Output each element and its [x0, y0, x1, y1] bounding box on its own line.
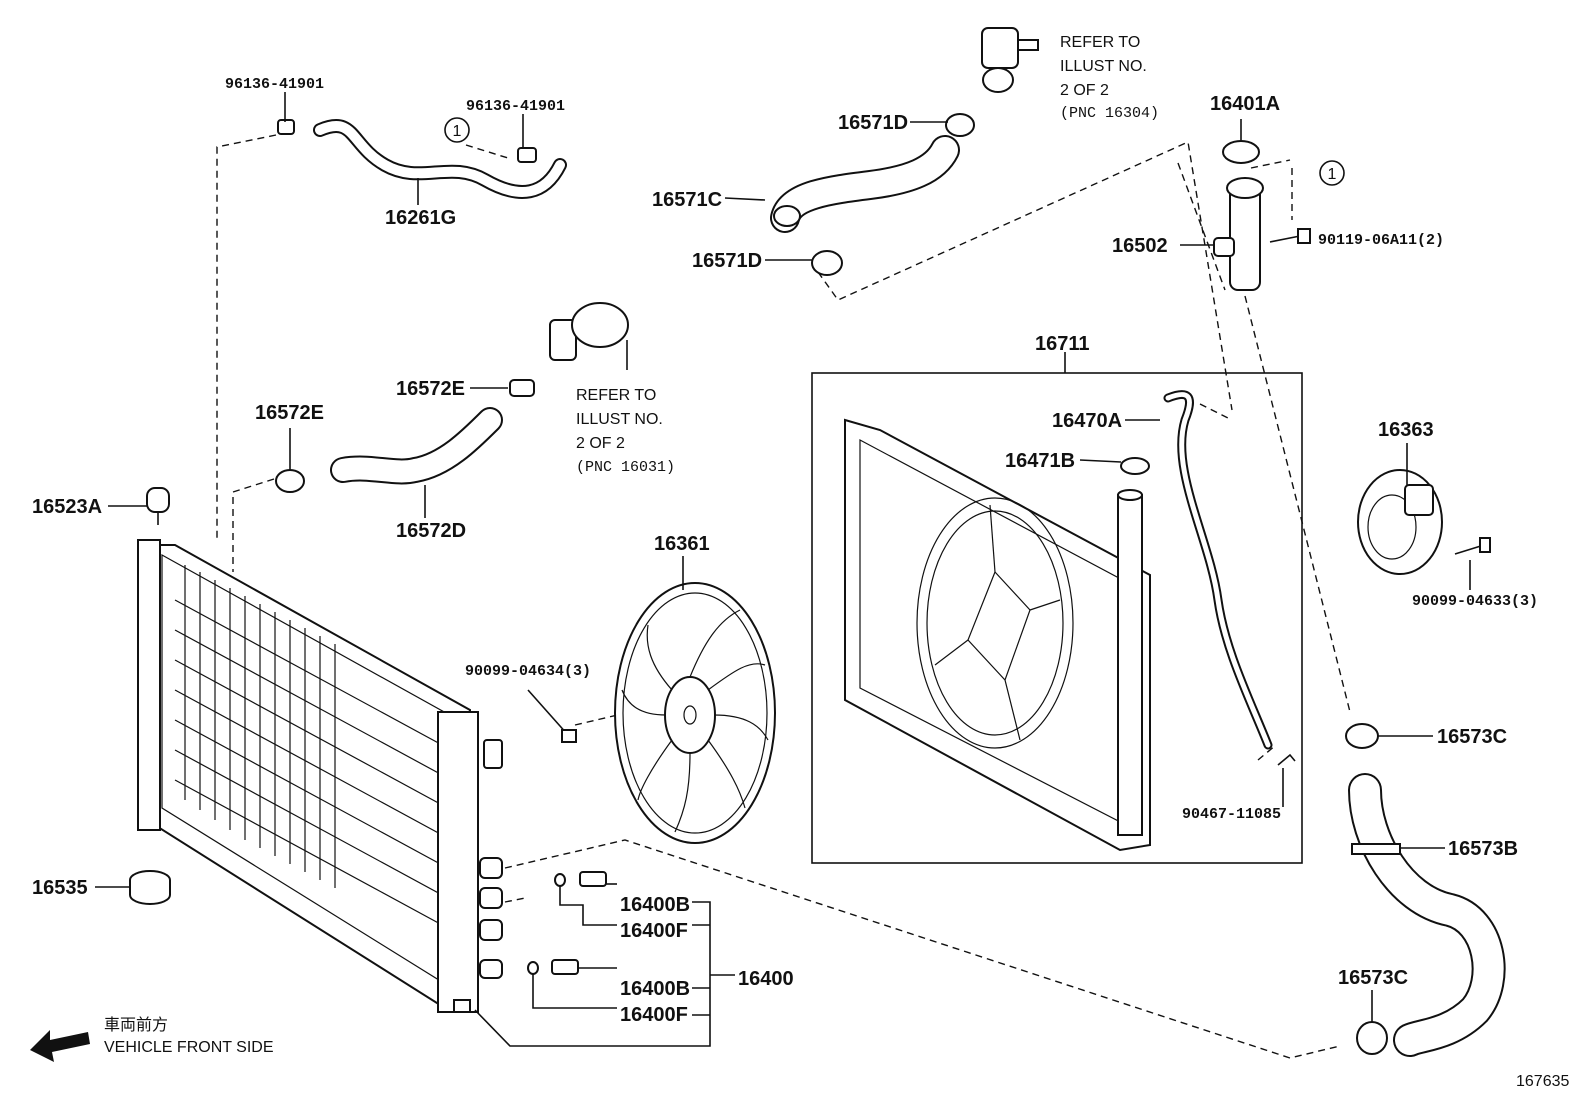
label-90467: 90467-11085	[1182, 806, 1281, 823]
cooling-fan	[614, 582, 776, 844]
radiator-cap	[1222, 140, 1260, 164]
label-16361: 16361	[654, 533, 710, 555]
refer-note-mid: REFER TO ILLUST NO. 2 OF 2 (PNC 16031)	[576, 387, 675, 476]
label-16573c-top: 16573C	[1437, 726, 1507, 748]
svg-text:(PNC 16031): (PNC 16031)	[576, 459, 675, 476]
label-16471b: 16471B	[1005, 450, 1075, 472]
label-16363: 16363	[1378, 419, 1434, 441]
svg-text:REFER TO: REFER TO	[1060, 34, 1140, 51]
label-16573c-bottom: 16573C	[1338, 967, 1408, 989]
hose-clamp-96136-a	[277, 119, 295, 135]
lower-radiator-hose-inner	[1350, 775, 1504, 1055]
label-16261g: 16261G	[385, 207, 456, 229]
label-16523a: 16523A	[32, 496, 102, 518]
label-16502: 16502	[1112, 235, 1168, 257]
hose-clamp-16572e-top	[509, 379, 535, 397]
label-16571d-bottom: 16571D	[692, 250, 762, 272]
fan-motor	[1357, 469, 1443, 575]
upper-radiator-hose-inner	[772, 137, 958, 231]
label-16470a: 16470A	[1052, 410, 1122, 432]
part-labels: 96136-41901 96136-41901 16261G 16571D 16…	[32, 76, 1538, 1026]
label-16573b: 16573B	[1448, 838, 1518, 860]
label-90099-04633: 90099-04633(3)	[1412, 593, 1538, 610]
overflow-hose-inner	[1165, 392, 1271, 748]
water-hose-inner	[332, 409, 501, 483]
figure-id: 167635	[1516, 1073, 1569, 1090]
label-16572e-left: 16572E	[255, 402, 324, 424]
circle-ref-marker-right: 1	[1319, 160, 1345, 186]
svg-text:1: 1	[1328, 166, 1337, 183]
label-16711: 16711	[1035, 333, 1090, 355]
label-90119: 90119-06A11(2)	[1318, 232, 1444, 249]
hose-clamp-96136-b	[517, 147, 537, 163]
svg-text:2 OF 2: 2 OF 2	[1060, 82, 1109, 99]
label-96136-b: 96136-41901	[466, 98, 565, 115]
radiator	[137, 539, 503, 1013]
svg-text:2 OF 2: 2 OF 2	[576, 435, 625, 452]
hose-clamp-16572e-left	[275, 469, 305, 493]
label-16571c: 16571C	[652, 189, 722, 211]
upper-hose-end	[773, 205, 801, 227]
label-16572e-top: 16572E	[396, 378, 465, 400]
label-16401a: 16401A	[1210, 93, 1280, 115]
fan-shroud	[844, 418, 1151, 852]
circle-ref-marker-left: 1	[444, 117, 470, 143]
front-label-jp: 車両前方	[104, 1016, 168, 1034]
label-96136-a: 96136-41901	[225, 76, 324, 93]
front-arrow-icon	[30, 1030, 90, 1062]
svg-text:(PNC 16304): (PNC 16304)	[1060, 105, 1159, 122]
upper-hose-clamp-top	[945, 113, 975, 137]
upper-hose-clamp-bottom	[811, 250, 843, 276]
reservoir-cap	[1120, 457, 1150, 475]
svg-text:ILLUST NO.: ILLUST NO.	[576, 411, 663, 428]
radiator-cushion-16523a	[146, 487, 170, 525]
hose-clamp-16573c-top	[1345, 723, 1379, 749]
label-16400b-1: 16400B	[620, 894, 690, 916]
leader-lines	[95, 92, 1471, 1047]
svg-text:ILLUST NO.: ILLUST NO.	[1060, 58, 1147, 75]
label-16400f-1: 16400F	[620, 920, 688, 942]
vehicle-front-indicator: 車両前方 VEHICLE FRONT SIDE	[30, 1016, 274, 1062]
bypass-hose-inner	[315, 120, 565, 197]
label-16572d: 16572D	[396, 520, 466, 542]
label-16571d-top: 16571D	[838, 112, 908, 134]
label-16400f-2: 16400F	[620, 1004, 688, 1026]
drain-cock-16400b-1	[554, 871, 607, 887]
bolt-90119	[1269, 228, 1311, 244]
label-16400b-2: 16400B	[620, 978, 690, 1000]
thermostat-housing-ref-top	[981, 27, 1039, 93]
hose-clamp-16573b	[1351, 843, 1401, 855]
svg-text:1: 1	[453, 123, 462, 140]
drain-cock-16400b-2	[527, 959, 579, 975]
svg-text:REFER TO: REFER TO	[576, 387, 656, 404]
screw-90099-04633	[1454, 537, 1491, 555]
label-90099-04634: 90099-04634(3)	[465, 663, 591, 680]
hose-clamp-16573c-bottom	[1356, 1021, 1388, 1055]
radiator-support-cushion-16535	[129, 870, 171, 905]
shroud-assembly-box	[811, 372, 1303, 864]
label-16400: 16400	[738, 968, 794, 990]
clip-90467	[1277, 753, 1296, 766]
label-16535: 16535	[32, 877, 88, 899]
screw-90099-04634	[527, 689, 577, 743]
refer-note-top: REFER TO ILLUST NO. 2 OF 2 (PNC 16304)	[1060, 34, 1159, 122]
water-outlet	[1213, 177, 1264, 291]
thermostat-ref-mid	[549, 302, 629, 370]
front-label-en: VEHICLE FRONT SIDE	[104, 1039, 274, 1056]
